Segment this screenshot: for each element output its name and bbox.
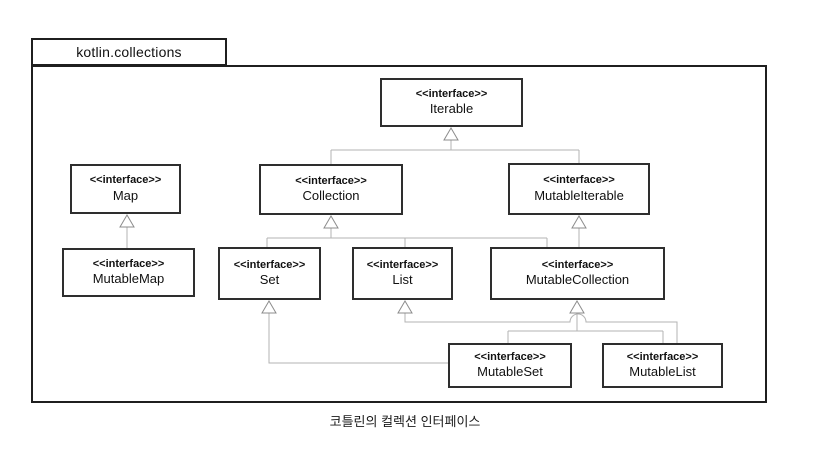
diagram-caption: 코틀린의 컬렉션 인터페이스 bbox=[329, 414, 481, 429]
class-box-mutablemap: <<interface>> MutableMap bbox=[62, 248, 195, 297]
package-name-label: kotlin.collections bbox=[76, 44, 182, 60]
stereotype-label: <<interface>> bbox=[233, 258, 306, 271]
stereotype-label: <<interface>> bbox=[89, 174, 162, 186]
interface-name-mutablelist: MutableList bbox=[629, 364, 696, 380]
edge-mutableset-to-set bbox=[268, 313, 448, 364]
interface-name-list: List bbox=[392, 272, 413, 288]
generalization-arrow-collection bbox=[323, 215, 339, 229]
class-box-mutablelist: <<interface>> MutableList bbox=[602, 343, 723, 388]
interface-name-collection: Collection bbox=[302, 188, 360, 204]
generalization-arrow-list bbox=[397, 300, 413, 314]
interface-name-mutablemap: MutableMap bbox=[92, 271, 165, 287]
class-box-mutableiterable: <<interface>> MutableIterable bbox=[508, 163, 650, 215]
class-box-map: <<interface>> Map bbox=[70, 164, 181, 214]
interface-name-mutableset: MutableSet bbox=[477, 364, 543, 380]
stereotype-label: <<interface>> bbox=[543, 174, 615, 186]
stereotype-label: <<interface>> bbox=[366, 258, 439, 271]
edge-mutableset-mutablelist-to-mutablecollection bbox=[507, 313, 664, 343]
class-box-set: <<interface>> Set bbox=[218, 247, 321, 300]
interface-name-mutableiterable: MutableIterable bbox=[534, 187, 624, 203]
class-box-mutableset: <<interface>> MutableSet bbox=[448, 343, 572, 388]
generalization-arrow-mutableiterable bbox=[571, 215, 587, 229]
stereotype-label: <<interface>> bbox=[541, 258, 614, 271]
interface-name-mutablecollection: MutableCollection bbox=[525, 272, 630, 288]
stereotype-label: <<interface>> bbox=[415, 87, 488, 100]
generalization-arrow-iterable bbox=[443, 127, 459, 141]
class-box-iterable: <<interface>> Iterable bbox=[380, 78, 523, 127]
edge-mutablelist-to-list bbox=[404, 313, 678, 343]
class-box-list: <<interface>> List bbox=[352, 247, 453, 300]
interface-name-map: Map bbox=[112, 187, 139, 203]
edge-set-list-mutablecollection-to-collection bbox=[266, 228, 548, 247]
stereotype-label: <<interface>> bbox=[295, 174, 367, 187]
generalization-arrow-mutablecollection bbox=[569, 300, 585, 314]
stereotype-label: <<interface>> bbox=[92, 257, 165, 270]
interface-name-set: Set bbox=[259, 272, 280, 288]
stereotype-label: <<interface>> bbox=[474, 350, 546, 363]
edge-collection-mutableiterable-to-iterable bbox=[330, 140, 580, 164]
generalization-arrow-map bbox=[119, 214, 135, 228]
package-tab: kotlin.collections bbox=[31, 38, 227, 66]
stereotype-label: <<interface>> bbox=[626, 350, 699, 363]
interface-name-iterable: Iterable bbox=[429, 101, 474, 117]
class-box-mutablecollection: <<interface>> MutableCollection bbox=[490, 247, 665, 300]
generalization-arrow-set bbox=[261, 300, 277, 314]
class-box-collection: <<interface>> Collection bbox=[259, 164, 403, 215]
